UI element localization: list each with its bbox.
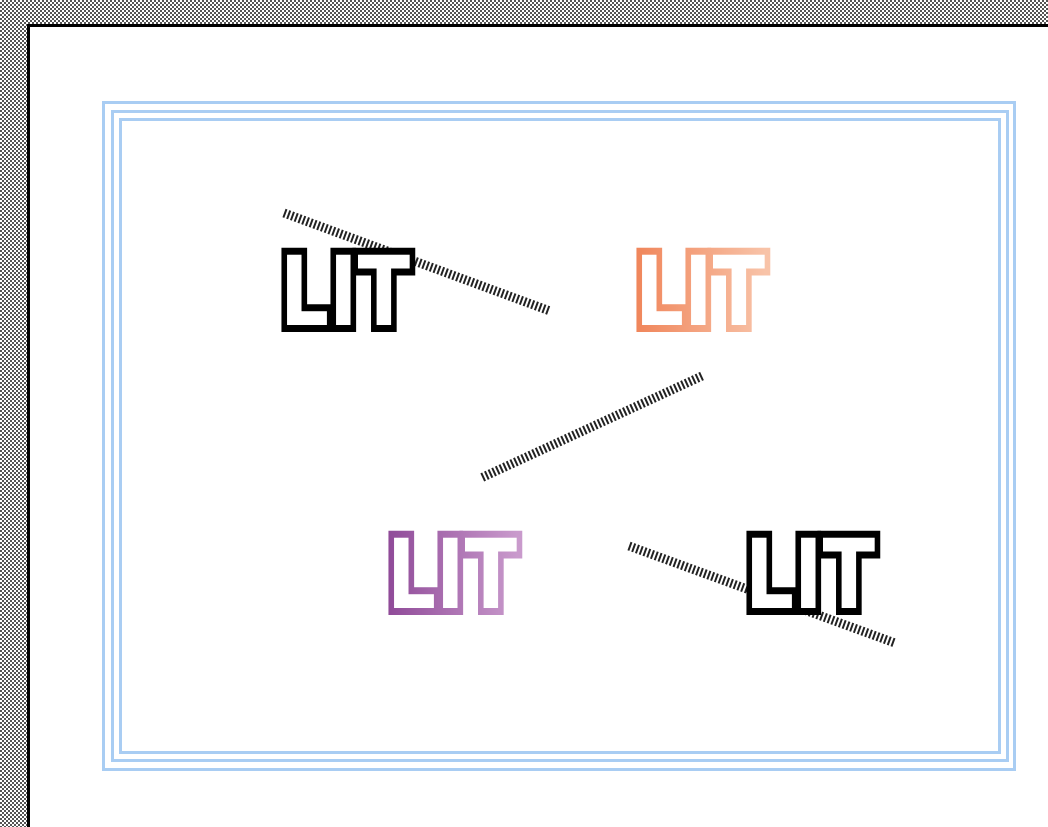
lit-word-2: LIT [635, 236, 765, 348]
lit-word-3: LIT [387, 519, 517, 631]
lit-word-1: LIT [280, 236, 410, 348]
outer-frame [102, 101, 1016, 771]
canvas [27, 24, 1048, 827]
middle-frame [111, 110, 1009, 762]
lit-word-4: LIT [745, 519, 875, 631]
hatched-stroke-1 [282, 208, 552, 316]
inner-frame [119, 118, 1001, 754]
hatched-stroke-2 [479, 371, 704, 483]
hatched-stroke-3 [627, 541, 897, 648]
